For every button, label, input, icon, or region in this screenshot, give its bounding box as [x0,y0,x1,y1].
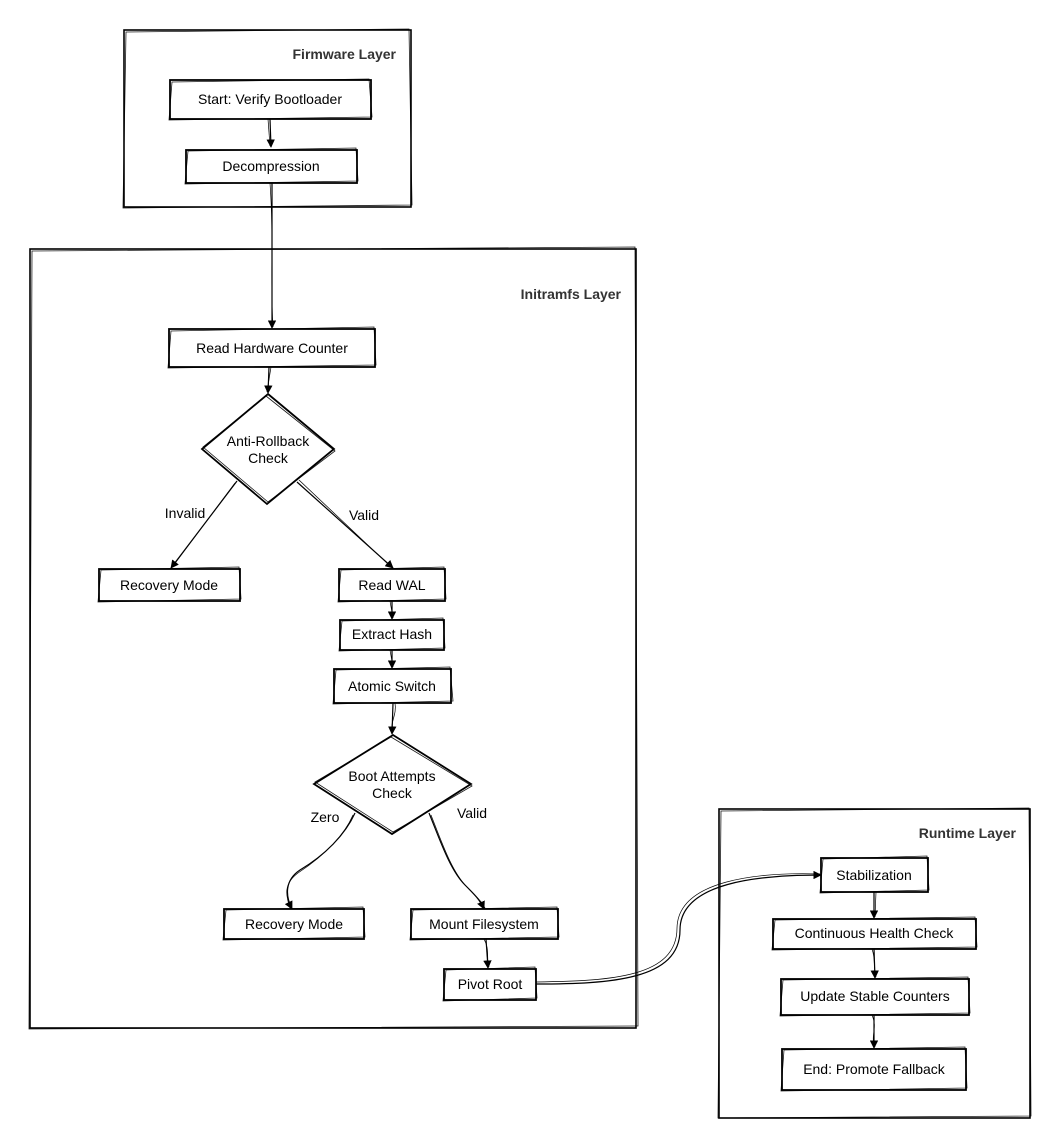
edge-label-zero: Zero [311,809,340,825]
read-wal-node: Read WAL [337,566,447,603]
promote-fallback-label: End: Promote Fallback [803,1061,946,1077]
stabilization-node: Stabilization [819,855,930,894]
recovery-mode-label-2: Recovery Mode [245,916,343,932]
boot-attempts-label-line1: Boot Attempts [348,768,435,784]
continuous-health-check-label: Continuous Health Check [795,925,955,941]
anti-rollback-decision: Anti-Rollback Check [200,392,336,506]
atomic-switch-label: Atomic Switch [348,678,436,694]
continuous-health-check-node: Continuous Health Check [771,916,978,951]
anti-rollback-label-line2: Check [248,450,289,466]
edge-labels: Invalid Valid Zero Valid [165,505,487,825]
firmware-layer-title: Firmware Layer [293,46,397,62]
read-hw-counter-label: Read Hardware Counter [196,340,348,356]
update-stable-counters-node: Update Stable Counters [779,976,971,1017]
boot-attempts-decision: Boot Attempts Check [312,733,473,836]
decompression-node: Decompression [184,147,359,185]
atomic-switch-node: Atomic Switch [332,666,454,705]
update-stable-counters-label: Update Stable Counters [800,988,949,1004]
edge-label-valid: Valid [349,507,379,523]
nodes: Start: Verify Bootloader Decompression R… [97,78,978,1092]
recovery-mode-node-2: Recovery Mode [222,906,366,941]
edge-label-valid: Valid [457,805,487,821]
recovery-mode-label-1: Recovery Mode [120,577,218,593]
edge-label-invalid: Invalid [165,505,205,521]
mount-filesystem-node: Mount Filesystem [409,906,560,941]
edges [170,118,879,1049]
runtime-layer-title: Runtime Layer [919,825,1017,841]
promote-fallback-node: End: Promote Fallback [780,1046,968,1092]
pivot-root-node: Pivot Root [442,966,538,1002]
initramfs-layer: Initramfs Layer [28,246,639,1030]
initramfs-layer-title: Initramfs Layer [521,286,622,302]
read-hw-counter-node: Read Hardware Counter [167,326,377,369]
decompression-label: Decompression [222,158,319,174]
edge-verify-to-decompression [266,118,275,148]
boot-attempts-label-line2: Check [372,785,413,801]
extract-hash-label: Extract Hash [352,626,432,642]
verify-bootloader-label: Start: Verify Bootloader [198,91,342,107]
edge-read-hw-to-anti-rollback [264,366,273,394]
read-wal-label: Read WAL [358,577,425,593]
initramfs-layer-frame [29,248,637,1029]
anti-rollback-label-line1: Anti-Rollback [227,433,310,449]
mount-filesystem-label: Mount Filesystem [429,916,539,932]
edge-atomic-switch-to-boot-attempts [388,702,397,735]
extract-hash-node: Extract Hash [338,617,446,652]
edge-pivot-root-to-stabilization [535,870,822,985]
verify-bootloader-node: Start: Verify Bootloader [168,78,373,121]
pivot-root-label: Pivot Root [458,976,523,992]
stabilization-label: Stabilization [836,867,912,883]
recovery-mode-node-1: Recovery Mode [97,566,242,603]
